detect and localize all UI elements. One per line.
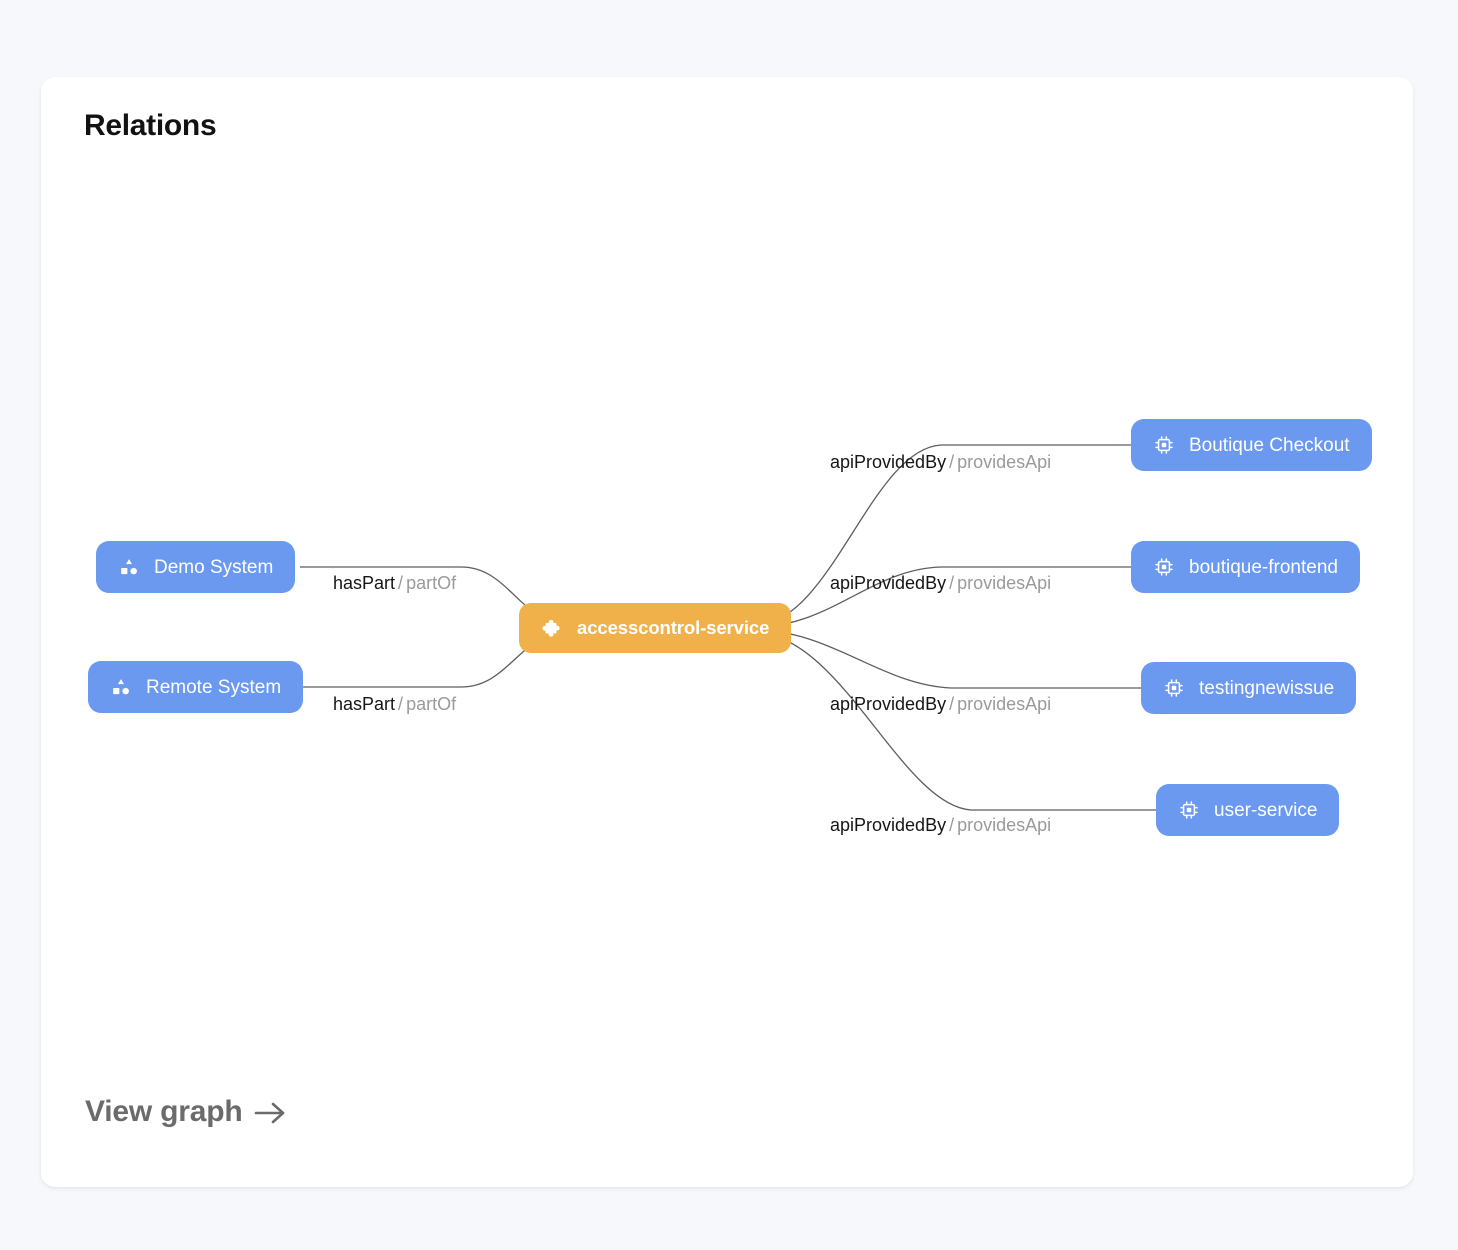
graph-node-accesscontrol-service[interactable]: accesscontrol-service — [519, 603, 792, 653]
shapes-icon — [110, 676, 132, 698]
relation-forward: apiProvidedBy — [830, 694, 947, 714]
relation-forward: hasPart — [333, 694, 396, 714]
chip-icon — [1153, 556, 1175, 578]
chip-icon — [1153, 434, 1175, 456]
relation-reverse: partOf — [406, 573, 457, 593]
relation-separator: / — [949, 573, 955, 593]
view-graph-link[interactable]: View graph — [85, 1095, 287, 1129]
relations-card: Relations Demo Syst — [41, 77, 1413, 1187]
edge-label-remote-system: hasPart/partOf — [333, 695, 456, 713]
edge-label-demo-system: hasPart/partOf — [333, 574, 456, 592]
relation-separator: / — [949, 694, 955, 714]
graph-node-label: testingnewissue — [1199, 677, 1335, 699]
graph-node-label: Demo System — [154, 556, 274, 578]
graph-node-label: boutique-frontend — [1189, 556, 1338, 578]
view-graph-label: View graph — [85, 1095, 243, 1128]
relation-reverse: providesApi — [957, 452, 1052, 472]
chip-icon — [1163, 677, 1185, 699]
relation-reverse: providesApi — [957, 694, 1052, 714]
relation-forward: apiProvidedBy — [830, 815, 947, 835]
edge-label-boutique-checkout: apiProvidedBy/providesApi — [830, 453, 1051, 471]
graph-node-boutique-checkout[interactable]: Boutique Checkout — [1131, 419, 1372, 471]
relation-reverse: providesApi — [957, 815, 1052, 835]
relation-separator: / — [398, 694, 404, 714]
graph-node-label: Boutique Checkout — [1189, 434, 1350, 456]
edge-label-testingnewissue: apiProvidedBy/providesApi — [830, 695, 1051, 713]
relation-reverse: partOf — [406, 694, 457, 714]
relation-forward: apiProvidedBy — [830, 573, 947, 593]
graph-node-remote-system[interactable]: Remote System — [88, 661, 304, 713]
relation-separator: / — [949, 815, 955, 835]
graph-node-testingnewissue[interactable]: testingnewissue — [1141, 662, 1357, 714]
arrow-right-icon — [253, 1100, 287, 1126]
edge-label-boutique-frontend: apiProvidedBy/providesApi — [830, 574, 1051, 592]
relation-reverse: providesApi — [957, 573, 1052, 593]
graph-node-boutique-frontend[interactable]: boutique-frontend — [1131, 541, 1360, 593]
chip-icon — [1178, 799, 1200, 821]
relation-forward: apiProvidedBy — [830, 452, 947, 472]
shapes-icon — [118, 556, 140, 578]
edge-label-user-service: apiProvidedBy/providesApi — [830, 816, 1051, 834]
graph-node-label: user-service — [1214, 799, 1318, 821]
graph-node-label: accesscontrol-service — [577, 616, 770, 638]
edge-line-user-service — [754, 632, 1156, 811]
puzzle-piece-icon — [541, 617, 563, 639]
graph-node-demo-system[interactable]: Demo System — [96, 541, 296, 593]
page-title: Relations — [84, 109, 217, 142]
edge-line-testingnewissue — [754, 629, 1141, 689]
relation-separator: / — [949, 452, 955, 472]
edge-line-boutique-checkout — [754, 444, 1131, 626]
graph-node-user-service[interactable]: user-service — [1156, 784, 1340, 836]
relation-forward: hasPart — [333, 573, 396, 593]
graph-node-label: Remote System — [146, 676, 282, 698]
relation-separator: / — [398, 573, 404, 593]
relations-graph[interactable]: Demo System Remote System accesscontrol-… — [41, 77, 1413, 1187]
